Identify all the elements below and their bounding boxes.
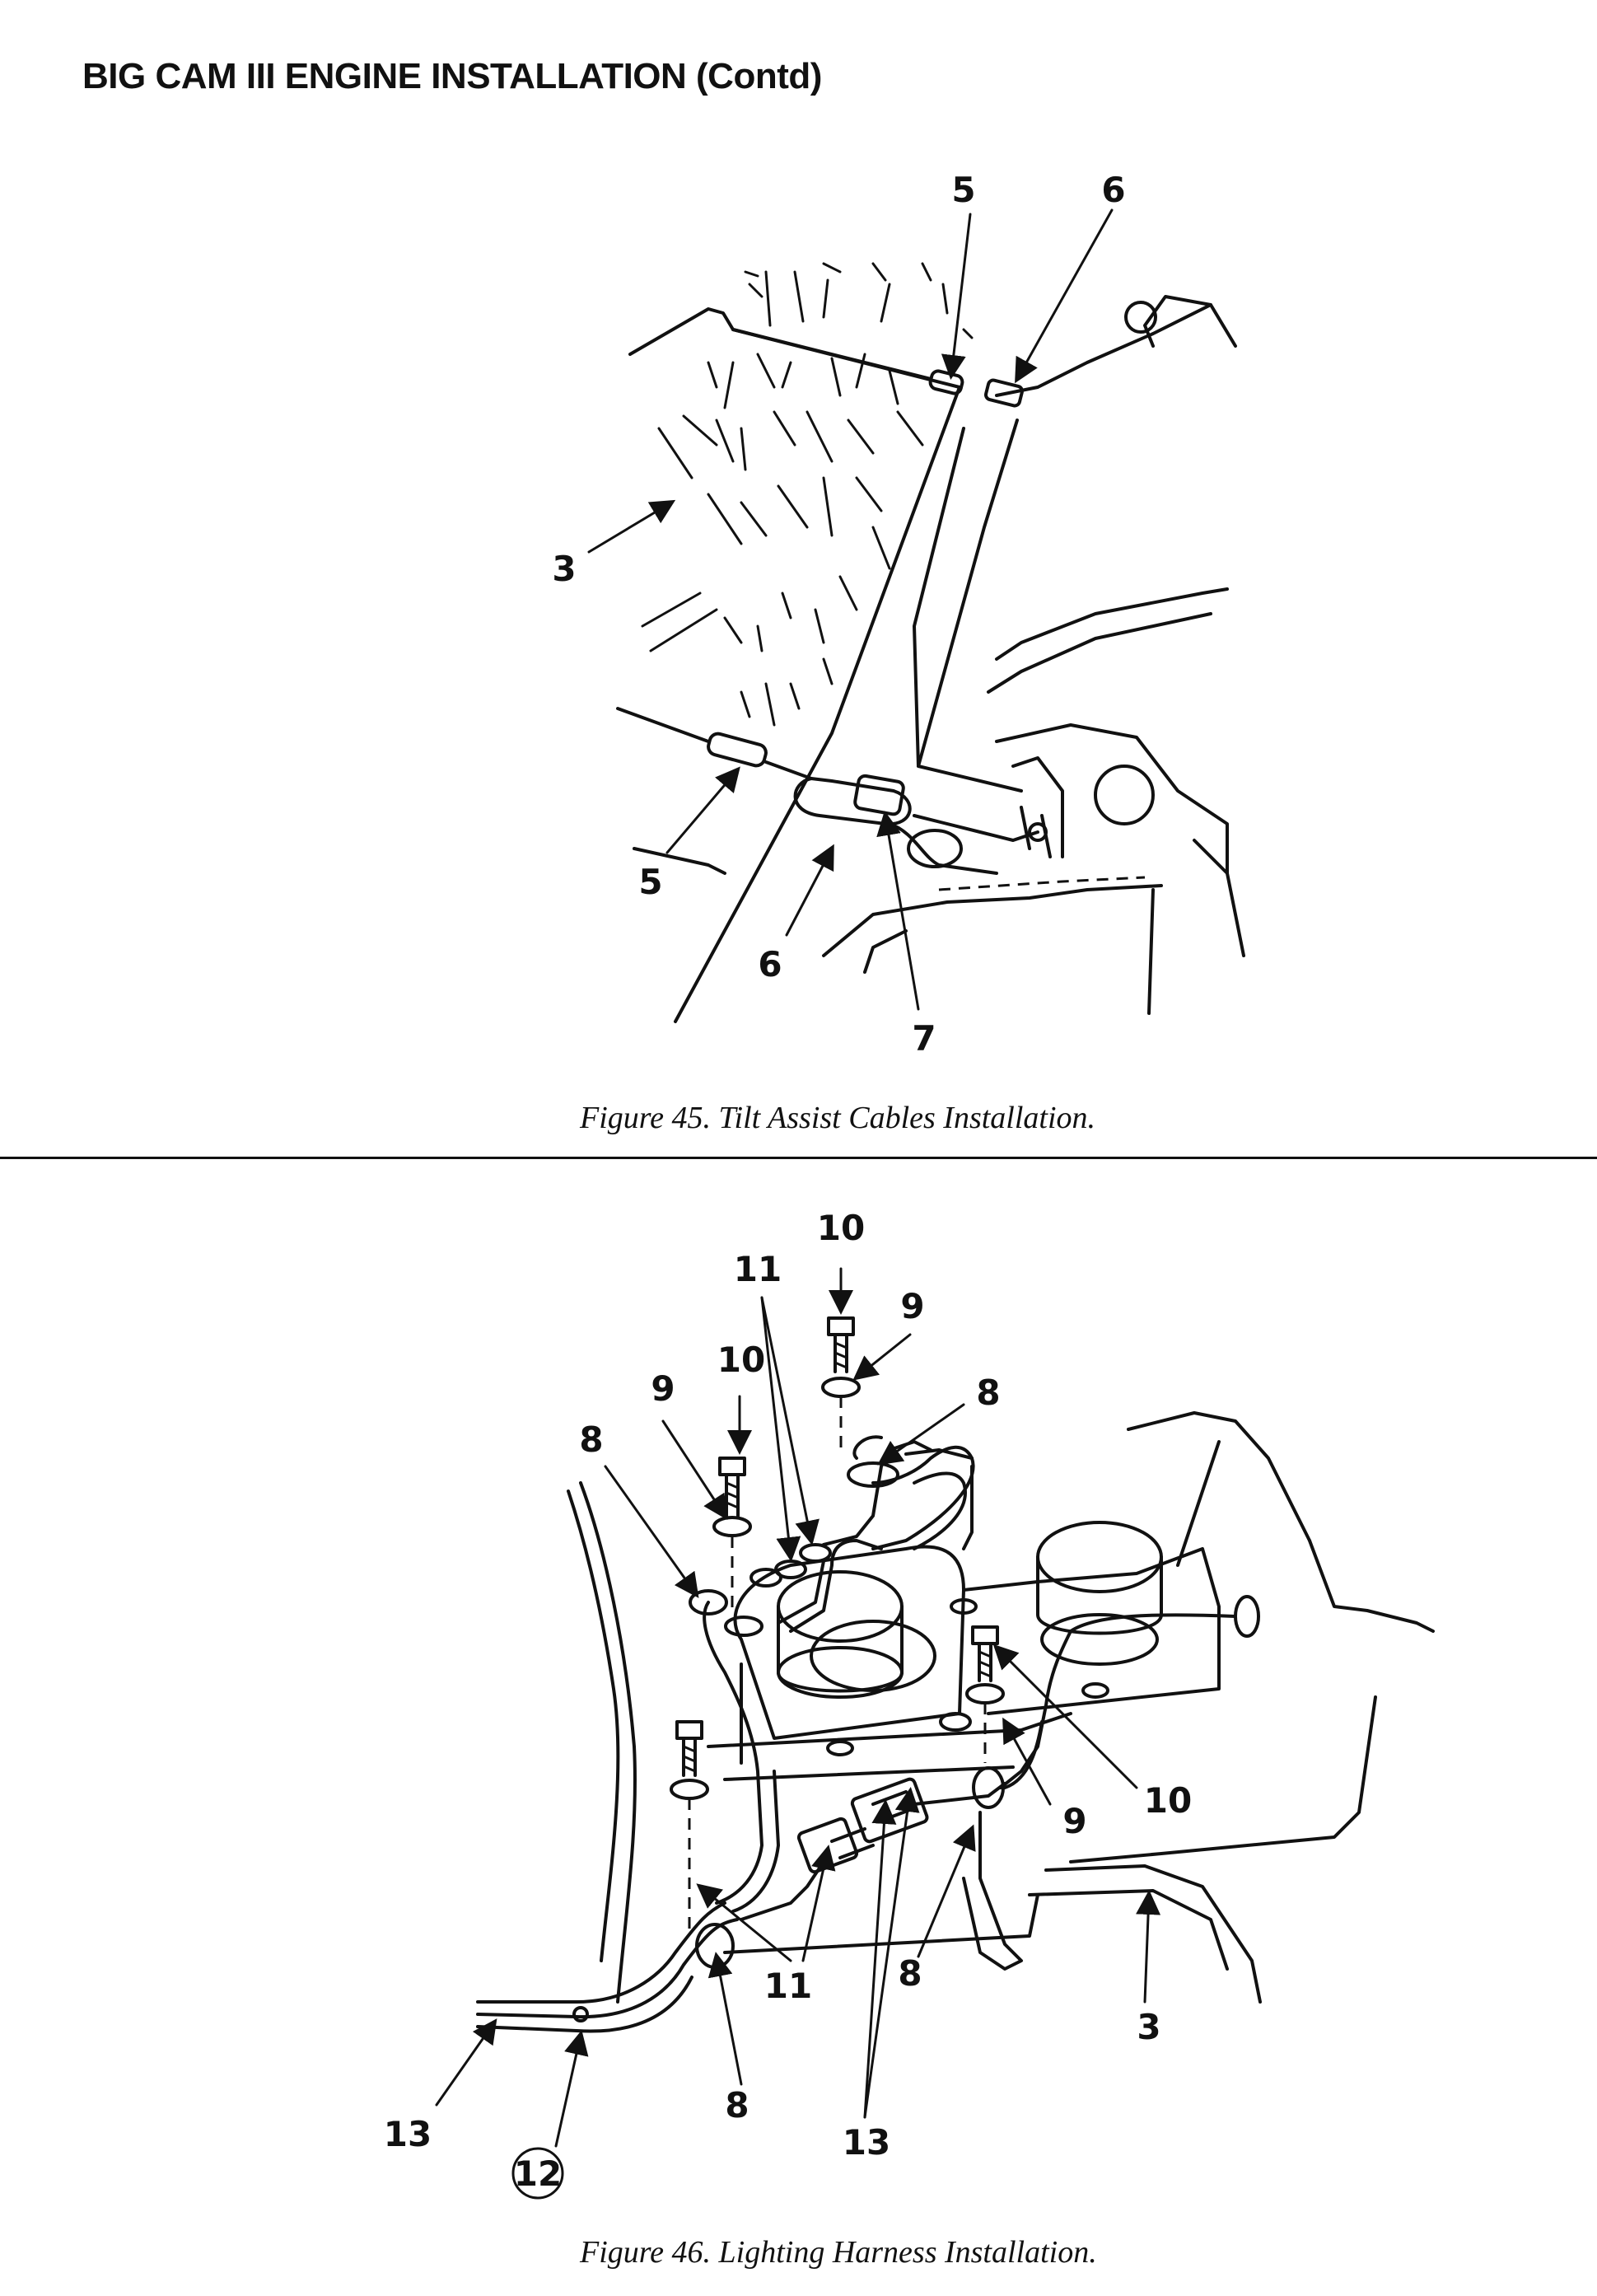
callout-9-left: 9 — [651, 1368, 675, 1409]
callout-12-circle — [511, 2147, 564, 2200]
callout-5-top: 5 — [951, 170, 975, 210]
callout-6-bottom: 6 — [758, 944, 782, 984]
arrow-icon — [760, 1296, 801, 1562]
lighting-harness-drawing — [476, 1435, 1072, 2033]
washer-icon — [712, 1516, 752, 1537]
callout-12: 12 — [514, 2153, 562, 2194]
callout-5-bottom: 5 — [638, 862, 662, 902]
arrow-icon — [604, 1465, 699, 1598]
arrow-icon — [852, 1333, 912, 1381]
arrow-icon — [863, 1787, 920, 2119]
callout-8-left: 8 — [579, 1419, 603, 1460]
washer-icon — [821, 1377, 861, 1398]
washer-icon — [965, 1683, 1005, 1704]
arrow-icon — [665, 766, 740, 854]
arrow-icon — [941, 213, 972, 380]
callout-8-mid: 8 — [898, 1953, 922, 1994]
callout-11-top: 11 — [734, 1249, 782, 1289]
arrow-icon — [1136, 1890, 1161, 2004]
figure-45-caption: Figure 45. Tilt Assist Cables Installati… — [580, 1101, 1096, 1135]
tilt-assist-cables-drawing — [616, 328, 1052, 875]
arrow-icon — [554, 2030, 589, 2148]
leader-arrows — [587, 208, 1114, 1011]
leader-arrows-46 — [435, 1267, 1161, 2148]
arrow-icon — [587, 499, 676, 554]
figure-46-caption: Figure 46. Lighting Harness Installation… — [580, 2235, 1097, 2270]
callout-3: 3 — [552, 549, 576, 589]
callout-11-bottom: 11 — [764, 1966, 812, 2006]
arrow-icon — [707, 1952, 743, 2086]
arrow-icon — [1002, 1717, 1052, 1806]
callout-9-right: 9 — [1062, 1801, 1086, 1841]
bolt-icon — [718, 1457, 746, 1517]
callout-10-left: 10 — [717, 1340, 765, 1380]
callout-9-top: 9 — [900, 1286, 924, 1326]
figure-46-drawing: 10 11 9 10 9 8 8 10 9 11 8 3 8 13 13 12 — [384, 1208, 1435, 2200]
page-heading: BIG CAM III ENGINE INSTALLATION (Contd) — [82, 56, 822, 96]
arrow-icon — [992, 1644, 1138, 1789]
cab-frame-drawing — [628, 295, 1245, 1023]
arrow-icon — [801, 1845, 836, 1962]
callout-13-bottom: 13 — [843, 2122, 890, 2163]
washer-icon — [724, 1616, 763, 1637]
bolt-icon — [675, 1720, 703, 1777]
callout-10-right: 10 — [1144, 1780, 1192, 1821]
bolt-icon — [827, 1316, 855, 1373]
figure-45-callouts: 5 6 3 5 6 7 — [552, 170, 1125, 1059]
callout-10-top: 10 — [817, 1208, 865, 1248]
figure-45: 5 6 3 5 6 7 Figure 45. Tilt Assist Cable… — [552, 170, 1245, 1135]
figure-46: 10 11 9 10 9 8 8 10 9 11 8 3 8 13 13 12 … — [0, 1159, 1597, 2296]
washer-icon — [670, 1779, 709, 1800]
callout-3-fig46: 3 — [1137, 2007, 1160, 2047]
arrow-icon — [435, 2018, 497, 2107]
arrow-icon — [863, 1799, 897, 2119]
section-divider — [0, 1157, 1597, 1159]
arrow-icon — [785, 844, 834, 937]
arrow-icon — [876, 811, 920, 1011]
hood-hinge-texture — [641, 262, 974, 727]
figure-46-callouts: 10 11 9 10 9 8 8 10 9 11 8 3 8 13 13 12 — [384, 1208, 1192, 2200]
switch-housings-drawing — [733, 1521, 1260, 1756]
bolt-icon — [971, 1625, 999, 1682]
callout-6-top: 6 — [1101, 170, 1125, 210]
callout-13-left: 13 — [384, 2114, 432, 2154]
arrow-icon — [917, 1824, 976, 1958]
arrow-icon — [877, 1403, 965, 1466]
figure-45-drawing: 5 6 3 5 6 7 — [552, 170, 1245, 1059]
engine-bay-drawing — [567, 1411, 1435, 2004]
bolts-and-washers-drawing — [670, 1316, 1005, 1936]
arrow-icon — [661, 1419, 728, 1521]
arrow-icon — [696, 1883, 792, 1962]
arrow-icon — [760, 1296, 820, 1545]
callout-7: 7 — [912, 1018, 936, 1059]
callout-8-bottom: 8 — [725, 2085, 749, 2125]
callout-8-top: 8 — [976, 1372, 1000, 1413]
arrow-icon — [1015, 208, 1114, 384]
